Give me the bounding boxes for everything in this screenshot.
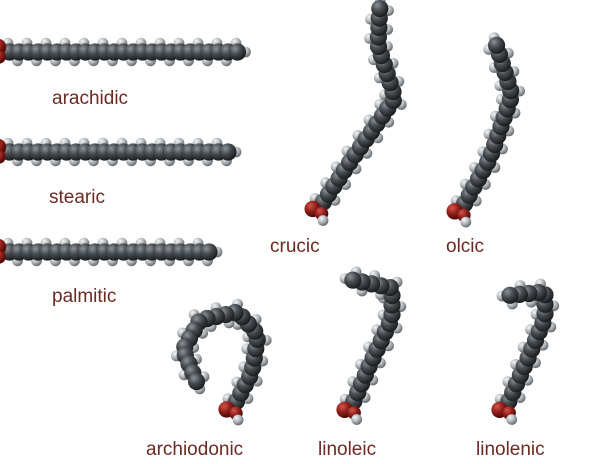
molecule-palmitic [0,237,223,267]
label-linoleic: linoleic [318,439,376,460]
molecule-linolenic [491,278,560,425]
hydrogen-atom [232,414,244,426]
label-archiodonic: archiodonic [146,439,243,460]
label-palmitic: palmitic [52,286,116,307]
carbon-atom [187,372,206,391]
carbon-atom [200,243,218,261]
molecule-crucic [304,0,407,226]
molecule-arachidic [0,37,251,67]
carbon-atom [501,286,519,304]
label-crucic: crucic [270,236,320,257]
molecule-olcic [446,32,525,228]
label-stearic: stearic [49,187,105,208]
label-olcic: olcic [446,236,484,257]
hydrogen-atom [317,215,329,226]
hydrogen-atom [460,216,472,228]
carbon-atom [228,43,247,61]
label-arachidic: arachidic [52,88,128,109]
carbon-atom [344,271,362,289]
label-linolenic: linolenic [476,439,545,460]
molecule-archiodonic [171,298,272,426]
oxygen-atom [0,150,6,164]
molecule-linoleic [336,266,407,425]
carbon-atom [371,0,389,18]
molecule-stearic [0,137,242,167]
hydrogen-atom [506,414,518,425]
hydrogen-atom [351,414,363,425]
carbon-atom [219,143,237,161]
oxygen-atom [0,250,6,264]
oxygen-atom [0,50,6,64]
carbon-atom [488,36,506,54]
